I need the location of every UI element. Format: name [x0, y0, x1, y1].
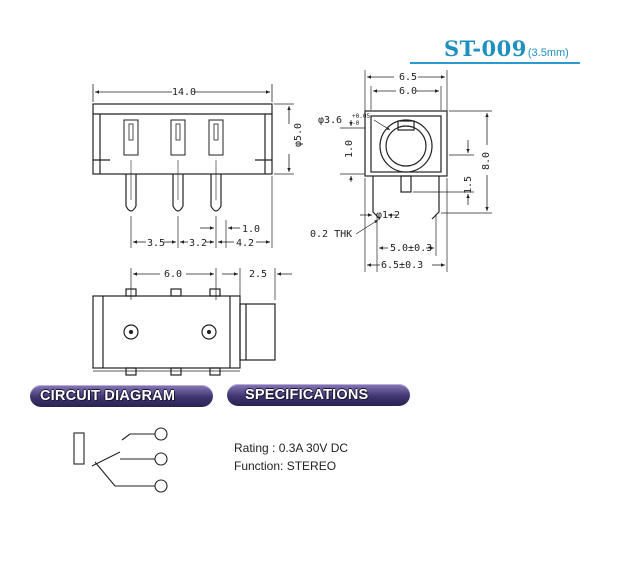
dim-front-height: φ5.0	[293, 123, 304, 147]
specifications-header: SPECIFICATIONS	[227, 384, 410, 406]
circuit-diagram-header: CIRCUIT DIAGRAM	[30, 385, 213, 407]
title-underline	[410, 62, 580, 64]
dim-total-span: 6.5±0.3	[381, 260, 423, 271]
side-view	[340, 70, 492, 272]
model-title: ST-009(3.5mm)	[444, 36, 569, 61]
dim-bore: φ3.6	[318, 115, 342, 126]
dim-top-overhang: 2.5	[249, 269, 267, 280]
dim-bore-tol-minus: -0	[352, 120, 360, 127]
front-view	[92, 84, 294, 248]
spec-rating: Rating : 0.3A 30V DC	[234, 441, 349, 455]
dim-side-height: 8.0	[481, 152, 492, 170]
top-view	[92, 268, 292, 376]
specifications-label: SPECIFICATIONS	[245, 387, 369, 403]
dim-thickness: 0.2 THK	[310, 229, 352, 240]
dim-side-offset: 1.0	[344, 140, 355, 158]
dim-front-width: 14.0	[172, 87, 196, 98]
model-size: (3.5mm)	[527, 47, 569, 59]
dim-pitch-1: 3.5	[147, 238, 165, 249]
dim-pitch-2: 3.2	[189, 238, 207, 249]
dim-pin-width: 1.0	[242, 224, 260, 235]
dim-pin-dia: φ1.2	[376, 210, 400, 221]
dim-top-pitch: 6.0	[164, 269, 182, 280]
dim-side-pin: 1.5	[463, 176, 474, 194]
circuit-diagram-label: CIRCUIT DIAGRAM	[40, 388, 176, 404]
dim-side-outer: 6.5	[399, 72, 417, 83]
spec-function: Function: STEREO	[234, 459, 337, 473]
dim-bore-tol-plus: +0.05	[352, 113, 370, 120]
dim-pin-span: 5.0±0.3	[390, 243, 432, 254]
circuit-schematic	[73, 427, 168, 493]
model-number: ST-009	[444, 36, 527, 61]
dim-side-inner: 6.0	[399, 86, 417, 97]
dim-pitch-3: 4.2	[236, 238, 254, 249]
